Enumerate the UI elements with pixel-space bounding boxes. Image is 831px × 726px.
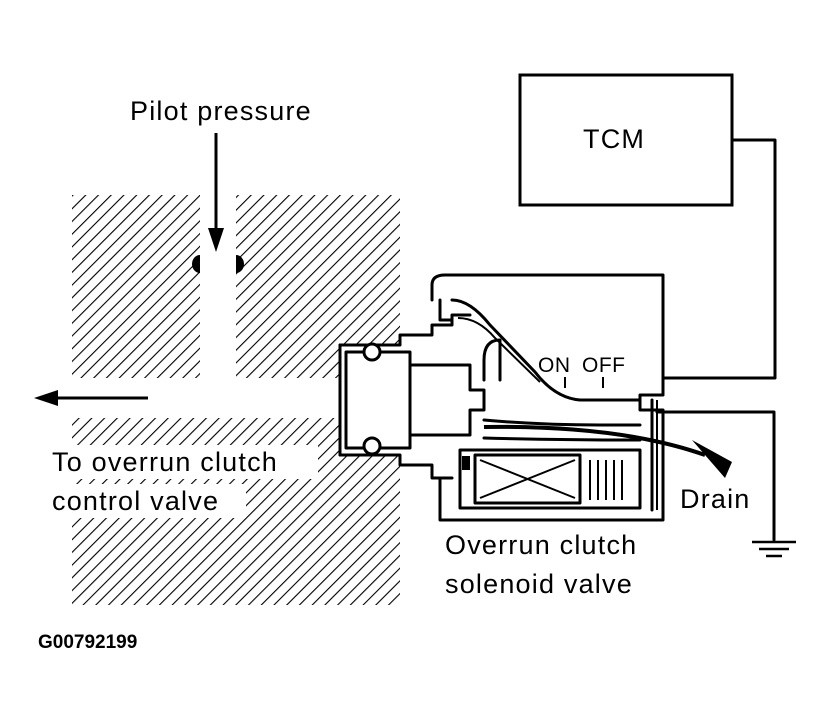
wiring (655, 138, 777, 542)
to-overrun-label-line2: control valve (52, 486, 219, 516)
label-bg-to-overrun-1 (46, 445, 318, 479)
outflow-arrow-icon (34, 390, 148, 406)
o-ring-bottom-icon (362, 436, 382, 456)
on-label: ON (538, 354, 571, 377)
o-ring-top-icon (362, 342, 382, 362)
solenoid-label-line1: Overrun clutch (445, 530, 637, 560)
valve-body-upper-right (236, 195, 400, 378)
valve-body-upper-left (72, 195, 200, 378)
figure-code: G00792199 (38, 632, 137, 653)
orifice-seal-left-icon (192, 255, 200, 273)
tcm-box (518, 73, 734, 207)
solenoid-label-line2: solenoid valve (445, 569, 633, 599)
drain-label: Drain (680, 484, 751, 514)
to-overrun-label-line1: To overrun clutch (52, 447, 278, 477)
orifice-seal-right-icon (236, 255, 244, 273)
drain-arrow-icon (483, 424, 732, 478)
pilot-pressure-arrow-icon (208, 133, 224, 252)
coil-spring-icon (589, 460, 623, 500)
solenoid-coil (458, 448, 642, 510)
off-label: OFF (582, 354, 626, 377)
ground-icon (752, 540, 796, 558)
solenoid-nose (338, 313, 486, 480)
pilot-orifice (192, 255, 244, 273)
label-bg-to-overrun-2 (46, 484, 246, 518)
tcm-label: TCM (583, 124, 645, 154)
solenoid-housing (430, 273, 665, 522)
pilot-pressure-label: Pilot pressure (130, 96, 312, 126)
